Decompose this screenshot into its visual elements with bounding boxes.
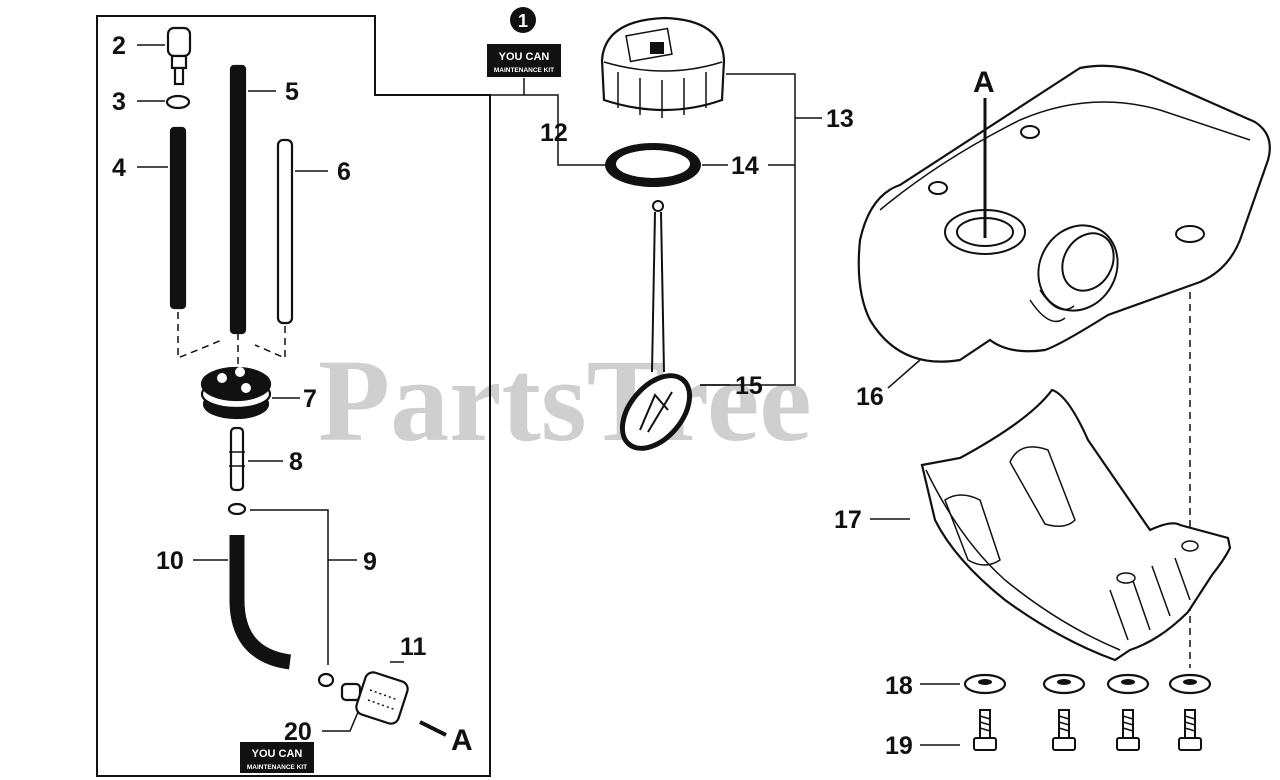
part-2-plug[interactable]	[166, 26, 192, 86]
kit-badge-title: YOU CAN	[499, 51, 550, 63]
callout-20[interactable]: 20	[284, 718, 312, 746]
kit-badge-subtitle: MAINTENANCE KIT	[494, 67, 554, 74]
kit-number: 1	[518, 11, 528, 31]
part-4-fuel-line[interactable]	[169, 126, 187, 310]
kit-badge-box	[487, 44, 561, 77]
part-9-oring-lower[interactable]	[317, 672, 335, 688]
leader-9	[250, 509, 357, 665]
callout-9[interactable]: 9	[363, 548, 377, 576]
callout-5[interactable]: 5	[285, 78, 299, 106]
arrow-to-a	[419, 720, 447, 737]
callout-11[interactable]: 11	[400, 633, 427, 661]
callout-6[interactable]: 6	[337, 158, 351, 186]
part-18-washers[interactable]	[963, 673, 1212, 695]
kit-badge-subtitle-bottom: MAINTENANCE KIT	[247, 764, 307, 771]
part-15-cap-tether[interactable]	[609, 200, 703, 461]
part-6-vent-line[interactable]	[276, 138, 294, 325]
callout-12[interactable]: 12	[540, 119, 568, 147]
part-8-barb-fitting[interactable]	[229, 426, 245, 492]
kit-badge-top[interactable]: 1 YOU CAN MAINTENANCE KIT	[487, 7, 561, 77]
watermark: PartsTree	[318, 335, 812, 466]
part-7-grommet[interactable]	[200, 366, 272, 420]
part-9-oring-upper[interactable]	[227, 502, 247, 516]
leader-20	[322, 711, 359, 732]
part-14-cap-gasket[interactable]	[605, 143, 701, 187]
callout-15[interactable]: 15	[735, 372, 763, 400]
kit-badge-bottom[interactable]: YOU CAN MAINTENANCE KIT	[240, 742, 314, 773]
callout-4[interactable]: 4	[112, 154, 126, 182]
callout-13[interactable]: 13	[826, 105, 854, 133]
callout-10[interactable]: 10	[156, 547, 184, 575]
leader-13-bracket	[700, 73, 796, 386]
part-19-bolts[interactable]	[973, 709, 1202, 751]
kit-number-circle	[510, 7, 536, 33]
callout-2[interactable]: 2	[112, 32, 126, 60]
callout-14[interactable]: 14	[731, 152, 759, 180]
callout-7[interactable]: 7	[303, 385, 317, 413]
reference-letter-a-filter: A	[451, 724, 473, 757]
part-13-fuel-cap[interactable]	[600, 16, 726, 118]
callout-8[interactable]: 8	[289, 448, 303, 476]
callout-18[interactable]: 18	[885, 672, 913, 700]
callout-3[interactable]: 3	[112, 88, 126, 116]
part-17-tank-mount[interactable]	[920, 388, 1232, 662]
kit-badge-leader	[490, 78, 605, 166]
part-10-fuel-line-bent[interactable]	[229, 535, 292, 670]
callout-17[interactable]: 17	[834, 506, 862, 534]
part-5-fuel-line[interactable]	[229, 64, 247, 335]
kit-badge-title-bottom: YOU CAN	[252, 748, 303, 760]
part-11-fuel-filter[interactable]	[340, 670, 410, 725]
reference-letter-a-tank: A	[973, 66, 995, 99]
leader-16	[887, 359, 921, 389]
part-3-oring[interactable]	[165, 94, 191, 110]
assembly-dash-4-6	[177, 312, 286, 370]
callout-19[interactable]: 19	[885, 732, 913, 760]
callout-16[interactable]: 16	[856, 383, 884, 411]
kit-badge-box-bottom	[240, 742, 314, 773]
part-16-fuel-tank[interactable]	[857, 64, 1271, 363]
